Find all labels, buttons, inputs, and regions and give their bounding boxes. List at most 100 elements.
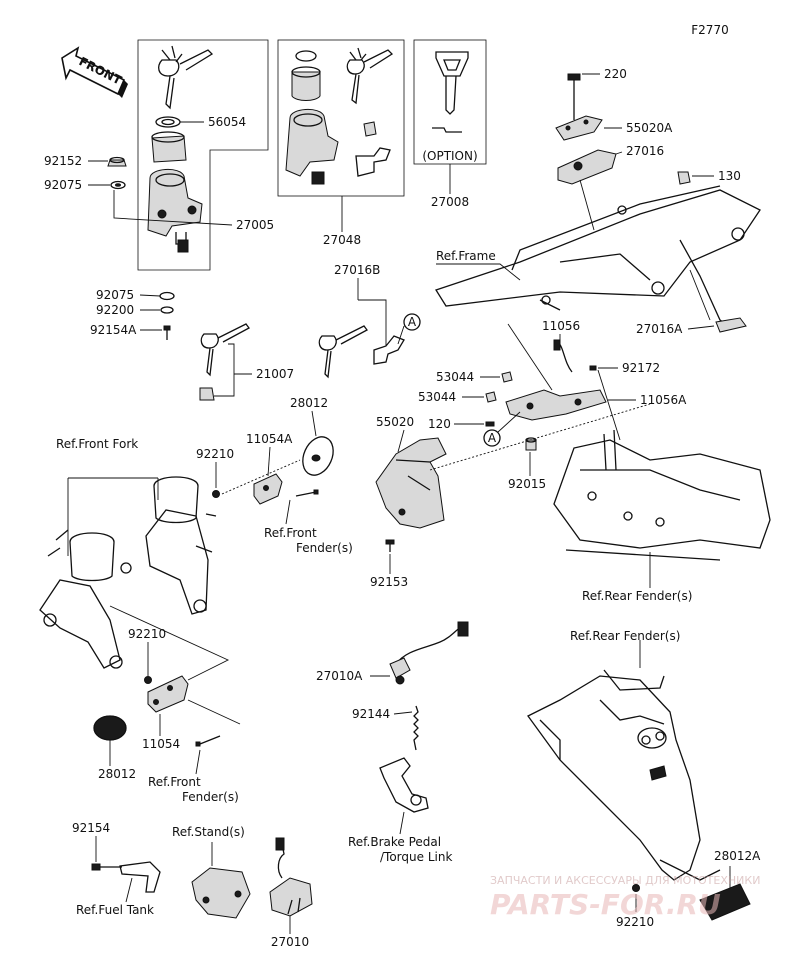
label-front-fender-1b: Fender(s) [296,541,353,555]
svg-text:A: A [488,431,497,445]
label-92075-top: 92075 [44,178,82,192]
label-21007: 21007 [256,367,294,381]
bolt-front-fender-2 [195,735,221,747]
label-220: 220 [604,67,627,81]
label-27010: 27010 [271,935,309,949]
label-92075-bottom: 92075 [96,288,134,302]
label-front-fork: Ref.Front Fork [56,437,138,451]
label-92210-rear: 92210 [616,915,654,929]
bracket-11054A [253,473,283,505]
lock-27016 [557,149,617,185]
key-27016B [318,299,405,379]
label-brake-pedal-a: Ref.Brake Pedal [348,835,441,849]
label-front-fender-2b: Fender(s) [182,790,239,804]
switch-27010A [389,621,469,685]
washer-92075-bottom [159,291,175,301]
nut-92210-rear [632,884,640,892]
label-rear-fender-1: Ref.Rear Fender(s) [582,589,692,603]
label-130: 130 [718,169,741,183]
label-92152: 92152 [44,154,82,168]
label-brake-pedal-b: /Torque Link [380,850,452,864]
label-120: 120 [428,417,451,431]
front-arrow-icon: FRONT [61,46,128,98]
label-92210-bottom: 92210 [128,627,166,641]
label-92154A: 92154A [90,323,137,337]
key-set-assembly [277,39,405,197]
label-28012-top: 28012 [290,396,328,410]
label-27005: 27005 [236,218,274,232]
label-92154: 92154 [72,821,110,835]
label-28012-bottom: 28012 [98,767,136,781]
option-label: (OPTION) [422,149,477,163]
screw-92172 [589,365,597,371]
bracket-11056A [505,389,607,421]
front-fork [39,476,217,669]
cover-55020 [375,437,447,529]
bolt-92154A [163,325,171,340]
label-55020: 55020 [376,415,414,429]
nut-92210-top [212,490,220,498]
bracket-11054 [147,675,189,713]
label-11056A: 11056A [640,393,687,407]
bolt-92153 [385,539,395,552]
washer-92075-top [110,180,126,190]
bolt-220 [567,73,581,120]
fuel-tank-bracket [119,861,161,893]
label-92210-top: 92210 [196,447,234,461]
label-27048: 27048 [323,233,361,247]
switch-27010 [269,837,313,917]
nut-92210-bottom [144,676,152,684]
rear-fender-upper [553,429,771,561]
svg-text:A: A [408,315,417,329]
reflector-28012-top [302,436,334,476]
label-27008: 27008 [431,195,469,209]
cable-11056 [553,339,573,373]
label-28012A: 28012A [714,849,761,863]
stand-bracket [191,867,251,919]
marker-a-lower: A [483,411,521,447]
label-fuel-tank: Ref.Fuel Tank [76,903,154,917]
label-56054: 56054 [208,115,246,129]
clip-130 [677,171,691,185]
label-frame: Ref.Frame [436,249,496,263]
part-labels: 56054 92152 92075 27005 92075 92200 9215… [44,67,761,949]
rubber-53044-a [501,371,513,383]
label-92172: 92172 [622,361,660,375]
label-53044-b: 53044 [418,390,456,404]
label-92200: 92200 [96,303,134,317]
label-92015: 92015 [508,477,546,491]
cover-55020A [555,115,603,141]
label-11054A: 11054A [246,432,293,446]
reflector-28012-bottom [93,715,127,741]
brake-pedal [379,757,429,813]
label-11054: 11054 [142,737,180,751]
svg-text:ЗАПЧАСТИ И АКСЕССУАРЫ ДЛЯ МОТО: ЗАПЧАСТИ И АКСЕССУАРЫ ДЛЯ МОТОТЕХНИКИ [490,874,760,887]
label-stand: Ref.Stand(s) [172,825,245,839]
frame [435,185,761,329]
label-rear-fender-2: Ref.Rear Fender(s) [570,629,680,643]
label-92153: 92153 [370,575,408,589]
ignition-switch-assembly [137,39,269,271]
label-27010A: 27010A [316,669,363,683]
lock-27016A [715,317,747,333]
label-27016A: 27016A [636,322,683,336]
marker-a-upper: A [397,313,421,345]
label-53044-a: 53044 [436,370,474,384]
bolt-92154 [91,863,122,871]
collar-92152 [107,156,127,167]
label-55020A: 55020A [626,121,673,135]
spring-92144 [413,705,419,751]
label-front-fender-1a: Ref.Front [264,526,317,540]
collar-92015 [525,437,537,451]
label-92144: 92144 [352,707,390,721]
washer-92200 [160,306,174,314]
reflector-28012A [699,883,751,921]
label-27016: 27016 [626,144,664,158]
rear-fender-lower [527,669,721,881]
rubber-53044-b [485,391,497,403]
bolt-front-fender-1 [295,489,319,497]
keys-21007 [199,323,250,401]
option-key: (OPTION) [413,39,487,165]
screw-120 [485,421,495,427]
